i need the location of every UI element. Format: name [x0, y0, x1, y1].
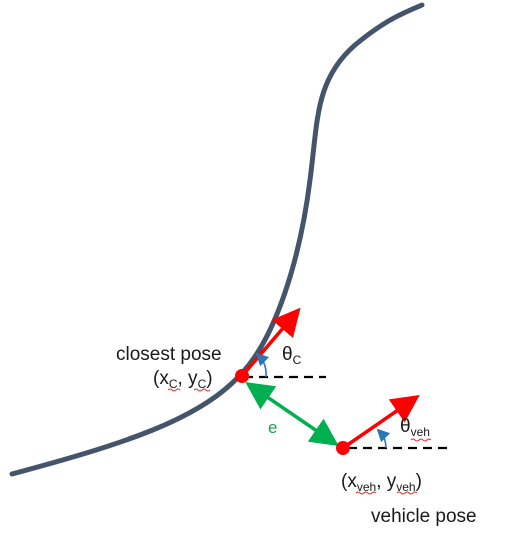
closest-pose-spellcheck-underline	[167, 388, 211, 392]
error-label: e	[268, 418, 277, 437]
error-vector-arrow	[245, 382, 339, 446]
reference-path-curve	[9, 2, 425, 477]
closest-pose-point	[235, 369, 249, 383]
theta-veh-label: θveh	[400, 416, 430, 439]
vehicle-pose-coordinates: (xveh, yveh)	[341, 471, 422, 494]
vehicle-pose-title: vehicle pose	[371, 506, 477, 527]
theta-veh-angle-arc	[376, 428, 391, 449]
vehicle-heading-arrow	[342, 395, 420, 450]
theta-c-angle-arc	[255, 352, 270, 378]
theta-c-label: θC	[282, 344, 302, 367]
vehicle-pose-point	[336, 441, 350, 455]
closest-pose-title: closest pose	[116, 344, 222, 365]
vehicle-pose-spellcheck-underline	[355, 491, 418, 495]
closest-pose-coordinates: (xC, yC)	[153, 368, 213, 391]
theta-veh-spellcheck-underline	[410, 438, 432, 442]
closest-pose-heading-arrow	[240, 307, 301, 378]
